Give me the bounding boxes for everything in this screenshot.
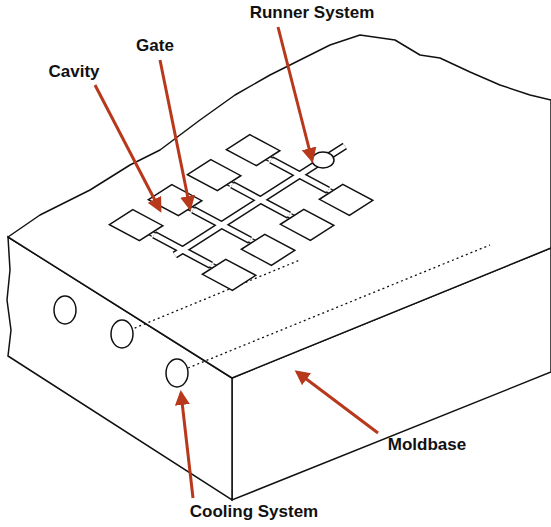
leader-arrow (160, 60, 190, 208)
runner-channel (146, 131, 373, 270)
part-label: Cooling System (190, 502, 318, 522)
cavity (319, 184, 372, 215)
runner-cavity-layout (109, 113, 406, 290)
leader-arrow (297, 372, 378, 433)
leader-arrow (181, 393, 193, 498)
cooling-channel-line (130, 260, 300, 330)
moldbase-top-face (8, 35, 551, 378)
part-label: Cavity (48, 62, 99, 82)
cooling-hole (111, 320, 133, 348)
cooling-hole (166, 359, 188, 387)
part-label: Runner System (250, 3, 375, 23)
cavity (280, 209, 333, 240)
runner-outline (146, 131, 373, 270)
sprue-opening (312, 152, 334, 168)
cavity (202, 259, 255, 290)
cavity (226, 135, 279, 166)
cooling-channel-line (188, 245, 490, 368)
part-label: Gate (136, 36, 174, 56)
cooling-hole (54, 296, 76, 324)
part-label: Moldbase (388, 435, 466, 455)
leader-arrow (95, 85, 160, 210)
gate (149, 157, 334, 269)
cavity (241, 234, 294, 265)
leader-arrow (278, 27, 312, 160)
cavity (187, 160, 240, 191)
cavity (109, 210, 162, 241)
